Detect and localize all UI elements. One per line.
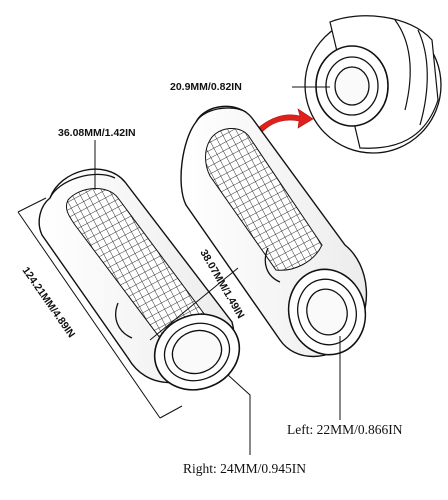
left-grip: [38, 168, 241, 391]
mid-diameter-dim-line: [149, 267, 239, 341]
zoom-inner-hole: [334, 66, 370, 106]
zoom-grip-rib: [394, 19, 428, 126]
right-grip: [180, 105, 368, 358]
length-label: 124.21MM/4.89IN: [20, 265, 78, 340]
left-grip-flange: [49, 173, 133, 339]
zoom-inner-diameter-label: 20.9MM/0.82IN: [170, 81, 242, 93]
left-grip-inner-hole: [171, 329, 223, 375]
end-diameter-label: 36.08MM/1.42IN: [58, 127, 136, 139]
left-inner-label: Left: 22MM/0.866IN: [287, 422, 403, 437]
dimension-lines: [17, 86, 341, 455]
right-inner-label: Right: 24MM/0.945IN: [183, 461, 306, 476]
right-grip-inner-hole: [306, 288, 348, 336]
zoom-detail: [304, 15, 442, 154]
right-grip-flange: [195, 107, 281, 283]
right-inner-leader: [227, 374, 251, 455]
red-zoom-arrow: [257, 108, 314, 133]
length-dim-line: [17, 197, 183, 419]
right-grip-knurl: [205, 128, 323, 271]
